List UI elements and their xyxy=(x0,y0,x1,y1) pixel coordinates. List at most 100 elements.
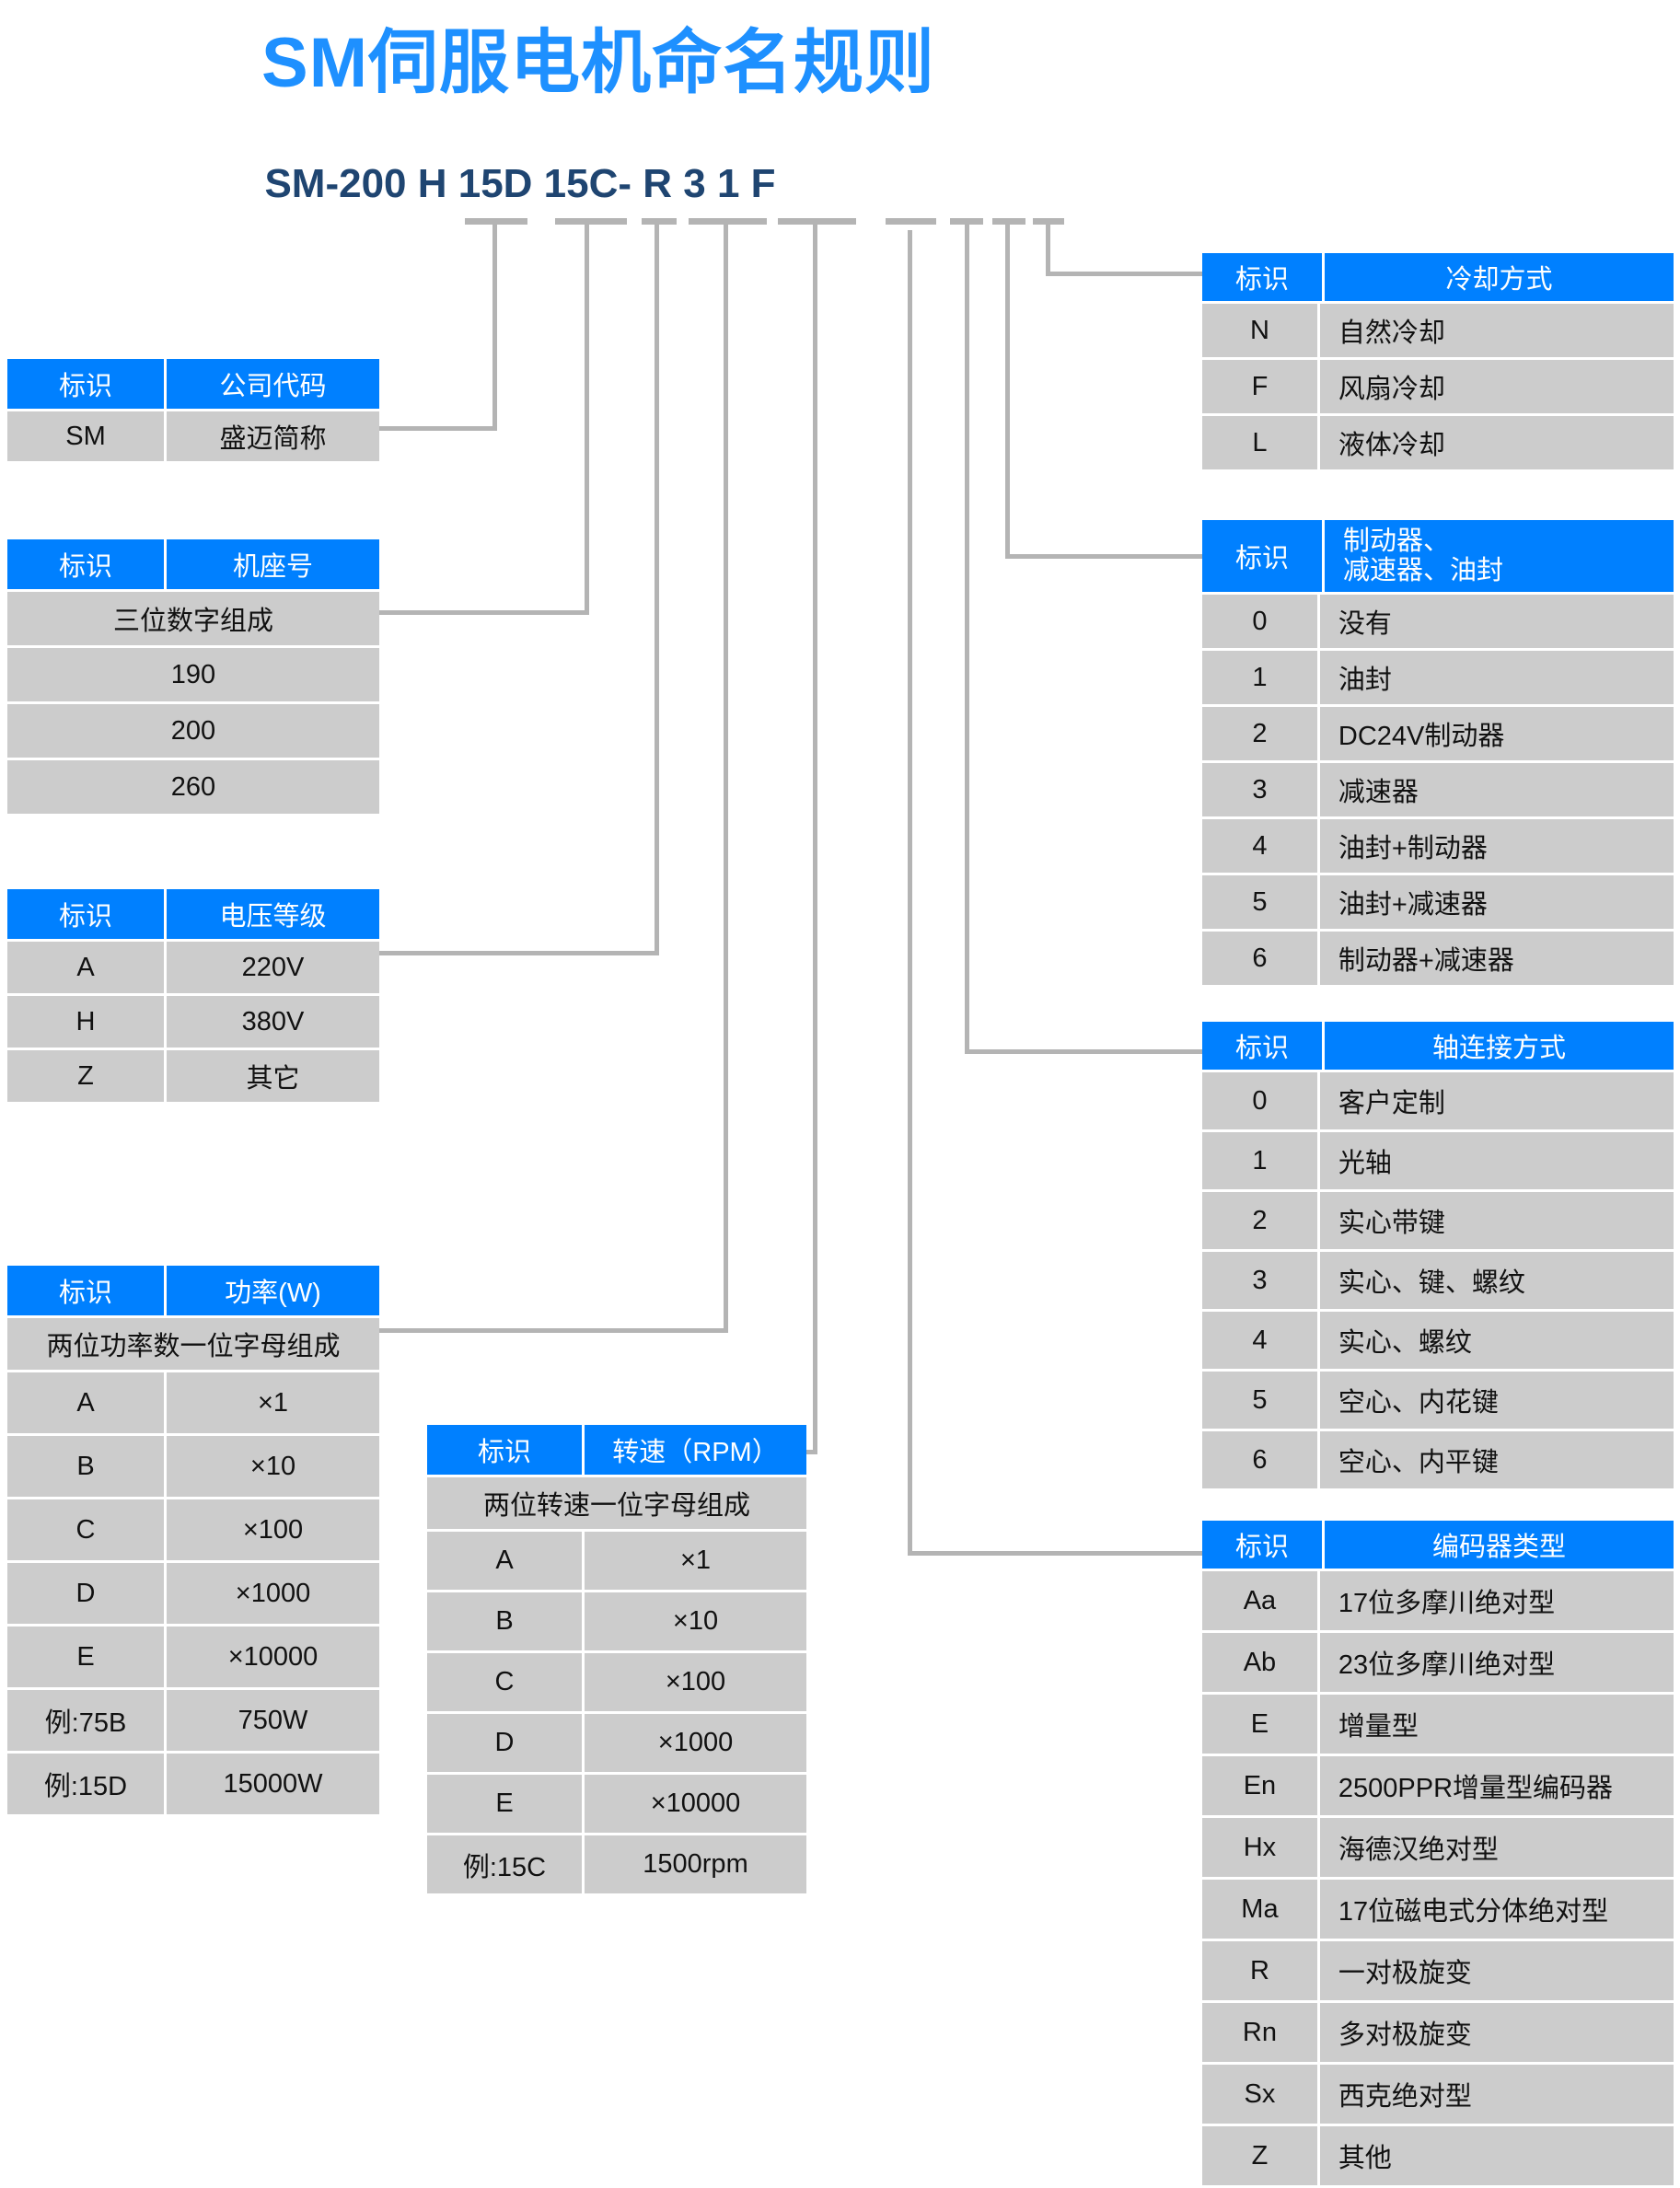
table-row: 6 制动器+减速器 xyxy=(1202,932,1674,985)
cell-value: 220V xyxy=(167,942,379,993)
table-row: A ×1 xyxy=(7,1372,379,1433)
leader-tick-6 xyxy=(886,218,936,225)
cell-value: 23位多摩川绝对型 xyxy=(1319,1633,1674,1692)
table-row: 1 油封 xyxy=(1202,651,1674,704)
cell-value: 200 xyxy=(7,704,379,758)
leader-brake-h xyxy=(1005,554,1202,559)
table-header-row: 标识 冷却方式 xyxy=(1202,253,1674,301)
leader-frame-v xyxy=(585,221,589,615)
cell-value: 实心、螺纹 xyxy=(1319,1312,1674,1369)
table-row: En 2500PPR增量型编码器 xyxy=(1202,1756,1674,1815)
leader-voltage-h xyxy=(377,951,657,955)
table-row: 0 客户定制 xyxy=(1202,1072,1674,1129)
table-row: Sx 西克绝对型 xyxy=(1202,2065,1674,2124)
table-row: Rn 多对极旋变 xyxy=(1202,2003,1674,2062)
cell-value: 液体冷却 xyxy=(1319,416,1674,469)
cell-value: 光轴 xyxy=(1319,1132,1674,1189)
table-cooling: 标识 冷却方式 N 自然冷却 F 风扇冷却 L 液体冷却 xyxy=(1202,253,1674,472)
cell-value: 海德汉绝对型 xyxy=(1319,1818,1674,1877)
cell-id: 3 xyxy=(1202,763,1317,816)
table-row: D ×1000 xyxy=(7,1563,379,1624)
cell-value: 客户定制 xyxy=(1319,1072,1674,1129)
cell-id: A xyxy=(7,942,164,993)
leader-company-v xyxy=(492,221,497,431)
cell-id: 2 xyxy=(1202,707,1317,760)
cell-id: SM xyxy=(7,411,164,461)
table-row: H 380V xyxy=(7,996,379,1048)
cell-id: Sx xyxy=(1202,2065,1317,2124)
table-company-code: 标识 公司代码 SM 盛迈简称 xyxy=(7,359,379,464)
cell-value: 190 xyxy=(7,648,379,701)
table-voltage-level: 标识 电压等级 A 220V H 380V Z 其它 xyxy=(7,889,379,1105)
cell-value: 增量型 xyxy=(1319,1695,1674,1754)
model-code: SM-200 H 15D 15C- R 3 1 F xyxy=(264,161,776,206)
table-header-row: 标识 编码器类型 xyxy=(1202,1521,1674,1569)
table-header-row: 标识 机座号 xyxy=(7,539,379,589)
table-note-row: 两位功率数一位字母组成 xyxy=(7,1318,379,1370)
table-header-row: 标识 公司代码 xyxy=(7,359,379,409)
cell-value: 实心、键、螺纹 xyxy=(1319,1252,1674,1309)
table-row: B ×10 xyxy=(7,1436,379,1497)
table-row: 3 实心、键、螺纹 xyxy=(1202,1252,1674,1309)
cell-note: 两位转速一位字母组成 xyxy=(427,1477,806,1529)
cell-value: 油封 xyxy=(1319,651,1674,704)
col-header-id: 标识 xyxy=(7,359,164,409)
cell-value: 17位磁电式分体绝对型 xyxy=(1319,1880,1674,1939)
cell-id: A xyxy=(427,1532,582,1590)
cell-id: N xyxy=(1202,304,1317,357)
table-row: Aa 17位多摩川绝对型 xyxy=(1202,1571,1674,1630)
cell-value: ×100 xyxy=(167,1499,379,1560)
table-row: 5 空心、内花键 xyxy=(1202,1372,1674,1429)
cell-id: Aa xyxy=(1202,1571,1317,1630)
cell-value: 15000W xyxy=(167,1754,379,1814)
leader-cooling-v xyxy=(1046,221,1050,274)
cell-value: 750W xyxy=(167,1690,379,1751)
table-note-row: 两位转速一位字母组成 xyxy=(427,1477,806,1529)
cell-value: 其它 xyxy=(167,1050,379,1102)
cell-id: B xyxy=(427,1592,582,1650)
cell-value: 没有 xyxy=(1319,595,1674,648)
cell-id: R xyxy=(1202,1941,1317,2000)
col-header-id: 标识 xyxy=(7,889,164,939)
table-row: A ×1 xyxy=(427,1532,806,1590)
cell-value: 多对极旋变 xyxy=(1319,2003,1674,2062)
cell-id: D xyxy=(7,1563,164,1624)
cell-id: 例:15D xyxy=(7,1754,164,1814)
table-header-row: 标识 电压等级 xyxy=(7,889,379,939)
cell-value: ×1 xyxy=(585,1532,806,1590)
cell-id: C xyxy=(427,1653,582,1711)
leader-tick-3 xyxy=(642,218,677,225)
cell-note: 三位数字组成 xyxy=(7,592,379,645)
table-row: 例:15D 15000W xyxy=(7,1754,379,1814)
cell-id: Z xyxy=(1202,2126,1317,2185)
table-row: Z 其它 xyxy=(7,1050,379,1102)
table-row: Z 其他 xyxy=(1202,2126,1674,2185)
cell-value: ×1000 xyxy=(167,1563,379,1624)
cell-value: 2500PPR增量型编码器 xyxy=(1319,1756,1674,1815)
cell-value: 减速器 xyxy=(1319,763,1674,816)
col-header-id: 标识 xyxy=(427,1425,582,1475)
page-title: SM伺服电机命名规则 xyxy=(261,24,935,102)
leader-company-h xyxy=(377,426,495,431)
cell-value: 一对极旋变 xyxy=(1319,1941,1674,2000)
table-row: 2 实心带键 xyxy=(1202,1192,1674,1249)
table-header-row: 标识 转速（RPM） xyxy=(427,1425,806,1475)
table-row: L 液体冷却 xyxy=(1202,416,1674,469)
cell-note: 两位功率数一位字母组成 xyxy=(7,1318,379,1370)
table-row: 0 没有 xyxy=(1202,595,1674,648)
table-row: C ×100 xyxy=(7,1499,379,1560)
cell-id: 1 xyxy=(1202,651,1317,704)
cell-value: 260 xyxy=(7,760,379,814)
cell-value: 17位多摩川绝对型 xyxy=(1319,1571,1674,1630)
cell-id: Ab xyxy=(1202,1633,1317,1692)
cell-id: Z xyxy=(7,1050,164,1102)
leader-encoder-h xyxy=(908,1551,1202,1556)
col-header-value-line2: 减速器、油封 xyxy=(1343,556,1504,585)
cell-id: D xyxy=(427,1714,582,1772)
cell-id: F xyxy=(1202,360,1317,413)
table-header-row: 标识 功率(W) xyxy=(7,1266,379,1315)
table-row: E ×10000 xyxy=(7,1627,379,1687)
cell-id: E xyxy=(1202,1695,1317,1754)
cell-id: 1 xyxy=(1202,1132,1317,1189)
cell-id: 4 xyxy=(1202,819,1317,873)
